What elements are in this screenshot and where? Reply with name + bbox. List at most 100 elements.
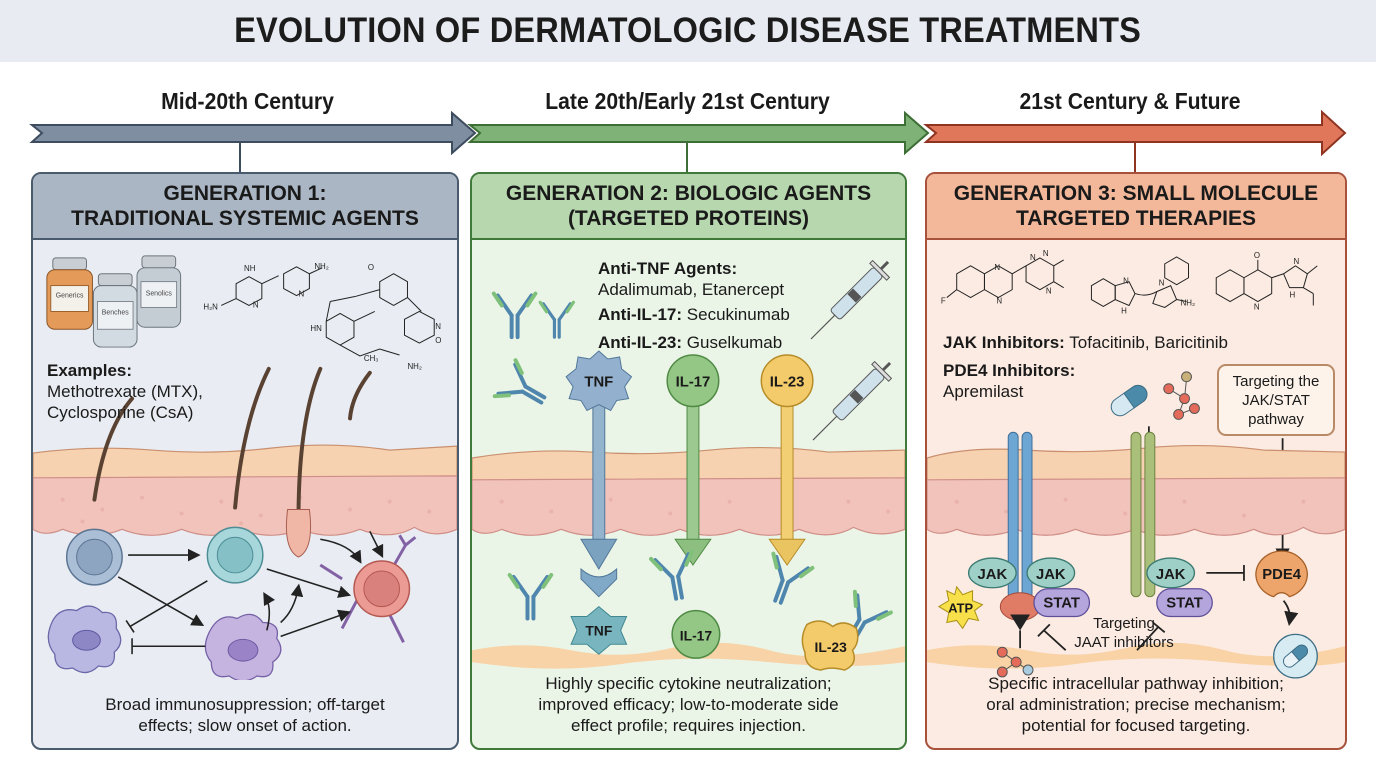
generation-2-agents: Anti-TNF Agents: Adalimumab, Etanercept xyxy=(598,258,784,300)
agent-value-pde4: Apremilast xyxy=(943,382,1024,401)
timeline-arrow-3 xyxy=(923,109,1347,157)
svg-text:N: N xyxy=(435,322,441,331)
generation-3-header: GENERATION 3: SMALL MOLECULE TARGETED TH… xyxy=(927,174,1345,240)
lymphocyte-cell-icon xyxy=(65,528,123,586)
svg-text:N: N xyxy=(1030,253,1036,262)
svg-text:N: N xyxy=(996,296,1002,305)
example-cyclosporine: Cyclosporine (CsA) xyxy=(47,403,194,422)
summary-line: effects; slow onset of action. xyxy=(138,716,352,735)
svg-text:N: N xyxy=(1254,302,1260,311)
generation-2-header: GENERATION 2: BIOLOGIC AGENTS (TARGETED … xyxy=(472,174,905,240)
agent-label-pde4: PDE4 Inhibitors: xyxy=(943,361,1076,380)
agent-label-anti-il23: Anti-IL-23: xyxy=(598,333,683,352)
svg-text:N: N xyxy=(298,290,304,299)
generation-3-agent-jak: JAK Inhibitors: Tofacitinib, Baricitinib xyxy=(943,332,1228,353)
generation-1-title-line1: GENERATION 1: xyxy=(163,182,327,205)
summary-line: oral administration; precise mechanism; xyxy=(986,695,1286,714)
svg-text:CH₃: CH₃ xyxy=(364,354,379,363)
generation-2-title-line1: GENERATION 2: BIOLOGIC AGENTS xyxy=(505,182,872,205)
hair-bulb xyxy=(285,509,312,558)
svg-text:NH₂: NH₂ xyxy=(314,262,329,271)
svg-label: JAK xyxy=(1156,567,1186,583)
svg-label: ATP xyxy=(948,601,973,616)
generation-2-illustration: TNF IL-17 IL-23 TNF IL-17 IL-23 xyxy=(472,259,905,671)
examples-label: Examples: xyxy=(47,361,133,380)
hair-follicle-icon xyxy=(92,366,372,522)
generation-1-illustration: Generics Benches Senolics xyxy=(33,255,457,680)
svg-text:N: N xyxy=(1046,287,1052,296)
jak-protein-icon: JAK xyxy=(1146,557,1196,589)
il17-cytokine-icon: IL-17 xyxy=(666,354,720,408)
skin-lower-layer xyxy=(927,642,1345,669)
era-label-late-20th: Late 20th/Early 21st Century xyxy=(545,88,830,114)
pill-bottle-icon: Senolics xyxy=(136,255,182,328)
svg-text:HN: HN xyxy=(310,324,322,333)
generation-3-summary: Specific intracellular pathway inhibitio… xyxy=(927,673,1345,736)
molecule-icon xyxy=(996,646,1034,678)
svg-label: TNF xyxy=(584,375,613,391)
svg-label: JAK xyxy=(978,567,1008,583)
page-title: EVOLUTION OF DERMATOLOGIC DISEASE TREATM… xyxy=(234,11,1142,50)
antibody-icon xyxy=(492,358,556,420)
inhibitor-label-line: Targeting xyxy=(1093,615,1155,632)
molecule-icon xyxy=(1163,371,1200,420)
svg-label: IL-17 xyxy=(680,627,713,643)
agent-value-anti-il17: Secukinumab xyxy=(686,305,790,324)
agent-value-anti-il23: Guselkumab xyxy=(686,333,783,352)
summary-line: Broad immunosuppression; off-target xyxy=(105,695,385,714)
era-label-mid-20th: Mid-20th Century xyxy=(161,88,334,114)
syringe-icon xyxy=(812,360,893,441)
stat-protein-icon: STAT xyxy=(1033,588,1091,618)
t-cell-icon xyxy=(206,526,264,584)
generation-1-examples: Examples: Methotrexate (MTX), Cyclospori… xyxy=(47,360,203,423)
pill-bottle-icon: Benches xyxy=(92,273,138,348)
inhibitor-label: Targeting JAAT inhibitors xyxy=(1049,614,1199,652)
svg-text:NH₂: NH₂ xyxy=(407,362,422,371)
atp-icon: ATP xyxy=(937,585,984,630)
svg-label: TNF xyxy=(585,622,612,638)
agent-value-jak: Tofacitinib, Baricitinib xyxy=(1069,333,1229,352)
generation-2-title-line2: (TARGETED PROTEINS) xyxy=(567,207,810,230)
example-methotrexate: Methotrexate (MTX), xyxy=(47,382,203,401)
svg-text:N: N xyxy=(1293,257,1299,266)
svg-text:H: H xyxy=(1121,306,1127,315)
chemical-structure-icon xyxy=(221,266,435,357)
svg-label: IL-23 xyxy=(815,639,848,655)
inhibition-arrows xyxy=(1037,564,1299,651)
capsule-icon xyxy=(1110,384,1148,417)
syringe-icon xyxy=(810,259,891,340)
jak-stat-callout: Targeting the JAK/STAT pathway xyxy=(1217,364,1335,436)
svg-text:O: O xyxy=(1254,251,1260,260)
svg-text:H₂N: H₂N xyxy=(203,302,218,311)
macrophage-cell-icon xyxy=(204,613,282,680)
generation-3-title-line1: GENERATION 3: SMALL MOLECULE xyxy=(953,182,1319,205)
pde4-enzyme-icon: PDE4 xyxy=(1255,550,1309,598)
summary-line: effect profile; requires injection. xyxy=(571,716,806,735)
svg-label: Benches xyxy=(102,309,129,316)
antibody-icon xyxy=(507,572,554,621)
cytokine-receptor-icon xyxy=(999,431,1041,649)
stat-protein-icon: STAT xyxy=(1156,588,1213,618)
generation-1-summary: Broad immunosuppression; off-target effe… xyxy=(33,694,457,736)
svg-text:N: N xyxy=(1043,249,1049,258)
tnf-arrow xyxy=(580,538,618,570)
agent-value-anti-tnf: Adalimumab, Etanercept xyxy=(598,280,785,299)
il17-cytokine-neutralized-icon: IL-17 xyxy=(671,609,721,659)
antibody-icon xyxy=(538,300,576,339)
tnf-receptor xyxy=(580,567,618,598)
tnf-cytokine-icon: TNF xyxy=(565,350,633,412)
generation-1-panel: GENERATION 1: TRADITIONAL SYSTEMIC AGENT… xyxy=(31,172,459,750)
svg-text:N: N xyxy=(994,263,1000,272)
svg-label: PDE4 xyxy=(1262,567,1302,583)
svg-label: STAT xyxy=(1043,596,1080,612)
svg-text:N: N xyxy=(1159,279,1165,288)
inhibitor-label-line: JAAT inhibitors xyxy=(1074,634,1174,651)
era-label-21st: 21st Century & Future xyxy=(1019,88,1241,114)
oral-pill-icon xyxy=(1273,633,1318,679)
skin-epidermis xyxy=(33,444,457,481)
generation-1-title-line2: TRADITIONAL SYSTEMIC AGENTS xyxy=(71,207,419,230)
svg-text:NH₂: NH₂ xyxy=(1181,298,1196,307)
macrophage-cell-icon xyxy=(47,605,122,674)
